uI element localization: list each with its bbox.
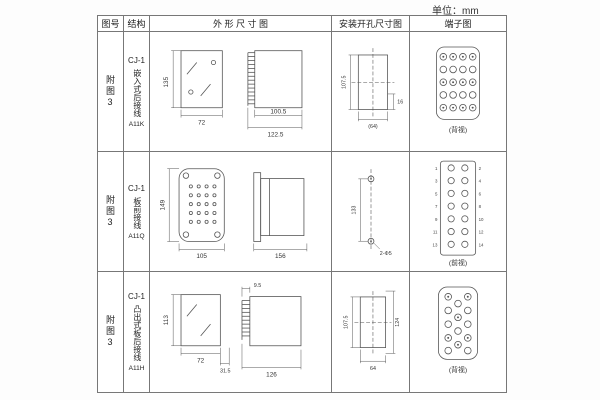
fig-no-row2: 附图3 (98, 152, 124, 272)
terminal-number: 10 (479, 216, 484, 221)
dim-label: 135 (163, 76, 170, 87)
terminal-number: 13 (433, 242, 438, 247)
header-terminal: 端子图 (410, 16, 506, 32)
outline-drawing-row3: 113 72 31.5 9.5 126 (150, 272, 332, 392)
header-structure: 结构 (124, 16, 150, 32)
spec-table: 图号 结构 外 形 尺 寸 图 安装开孔尺寸图 端子图 附图3 CJ-1 嵌入式… (97, 15, 507, 393)
view-label: (背视) (449, 125, 467, 134)
dim-label: 113 (163, 315, 170, 326)
dim-label: 149 (159, 199, 166, 210)
header-fig-no: 图号 (98, 16, 124, 32)
structure-code: A11H (128, 365, 145, 372)
structure-code: A11Q (128, 232, 145, 240)
dim-label: 133 (351, 205, 357, 214)
dim-label: 124 (395, 318, 401, 327)
terminal-number: 3 (435, 178, 438, 183)
mounting-hole-diagram: 107.5 124 64 (343, 290, 401, 372)
header-mounting: 安装开孔尺寸图 (332, 16, 410, 32)
dim-label: 16 (397, 99, 403, 105)
mounting-drawing-row3: 107.5 124 64 (332, 272, 410, 392)
mounting-hole-diagram: 133 2-Φ5 (351, 168, 391, 256)
terminal-diagram: 1 3 5 7 9 11 13 2 4 6 8 10 12 14 (前视) (433, 160, 484, 266)
view-label: (前视) (449, 257, 467, 266)
fig-no-row1: 附图3 (98, 32, 124, 152)
model-label: CJ-1 (128, 55, 145, 65)
terminal-number: 1 (435, 165, 438, 170)
outline-dimension-diagram: 149 105 156 (159, 167, 307, 260)
terminal-number: 12 (479, 229, 484, 234)
outline-drawing-row1: 135 72 100.5 122.5 (150, 32, 332, 152)
dim-label: 156 (275, 253, 286, 260)
terminal-diagram: (背视) (438, 286, 478, 374)
structure-row3: CJ-1 凸出式板后接线 A11H (124, 272, 150, 392)
dim-label: 107.5 (343, 316, 349, 329)
terminal-number: 9 (435, 216, 438, 221)
fig-no-row3: 附图3 (98, 272, 124, 392)
terminal-number: 8 (479, 204, 482, 209)
terminal-number: 14 (479, 242, 484, 247)
terminal-number: 4 (479, 178, 482, 183)
structure-code: A11K (128, 120, 145, 128)
outline-dimension-diagram: 113 72 31.5 9.5 126 (163, 283, 301, 378)
dim-label: (64) (368, 124, 378, 130)
dim-label: 100.5 (270, 108, 286, 115)
terminal-number: 5 (435, 191, 438, 196)
terminal-number: 6 (479, 191, 482, 196)
dim-label: 64 (369, 366, 375, 372)
structure-name: 凸出式板后接线 (132, 305, 142, 361)
structure-row1: CJ-1 嵌入式后接线 A11K (124, 32, 150, 152)
unit-label: 单位：mm (432, 6, 479, 17)
terminal-diagram-row3: (背视) (410, 272, 506, 392)
terminal-number: 2 (479, 165, 482, 170)
dim-label: 105 (196, 253, 207, 260)
terminal-number: 11 (433, 229, 438, 234)
dim-label: 9.5 (253, 283, 260, 289)
terminal-number: 7 (435, 204, 438, 209)
hole-spec-label: 2-Φ5 (379, 250, 391, 256)
terminal-diagram-row2: 1 3 5 7 9 11 13 2 4 6 8 10 12 14 (前视) (410, 152, 506, 272)
structure-name: 嵌入式后接线 (132, 68, 142, 117)
dim-label: 126 (266, 371, 277, 378)
structure-row2: CJ-1 板前接线 A11Q (124, 152, 150, 272)
model-label: CJ-1 (128, 292, 145, 301)
header-outline: 外 形 尺 寸 图 (150, 16, 332, 32)
dim-label: 122.5 (267, 131, 283, 138)
dim-label: 31.5 (220, 368, 231, 374)
dim-label: 107.5 (341, 75, 347, 88)
structure-name: 板前接线 (132, 196, 142, 229)
dim-label: 72 (197, 357, 205, 364)
terminal-diagram-row1: (背视) (410, 32, 506, 152)
mounting-drawing-row1: 107.5 16 (64) (332, 32, 410, 152)
mounting-hole-diagram: 107.5 16 (64) (341, 47, 403, 130)
terminal-diagram: (背视) (436, 46, 480, 134)
mounting-drawing-row2: 133 2-Φ5 (332, 152, 410, 272)
model-label: CJ-1 (128, 183, 145, 193)
view-label: (背视) (449, 365, 467, 374)
dim-label: 72 (198, 119, 206, 126)
outline-drawing-row2: 149 105 156 (150, 152, 332, 272)
outline-dimension-diagram: 135 72 100.5 122.5 (163, 49, 302, 138)
